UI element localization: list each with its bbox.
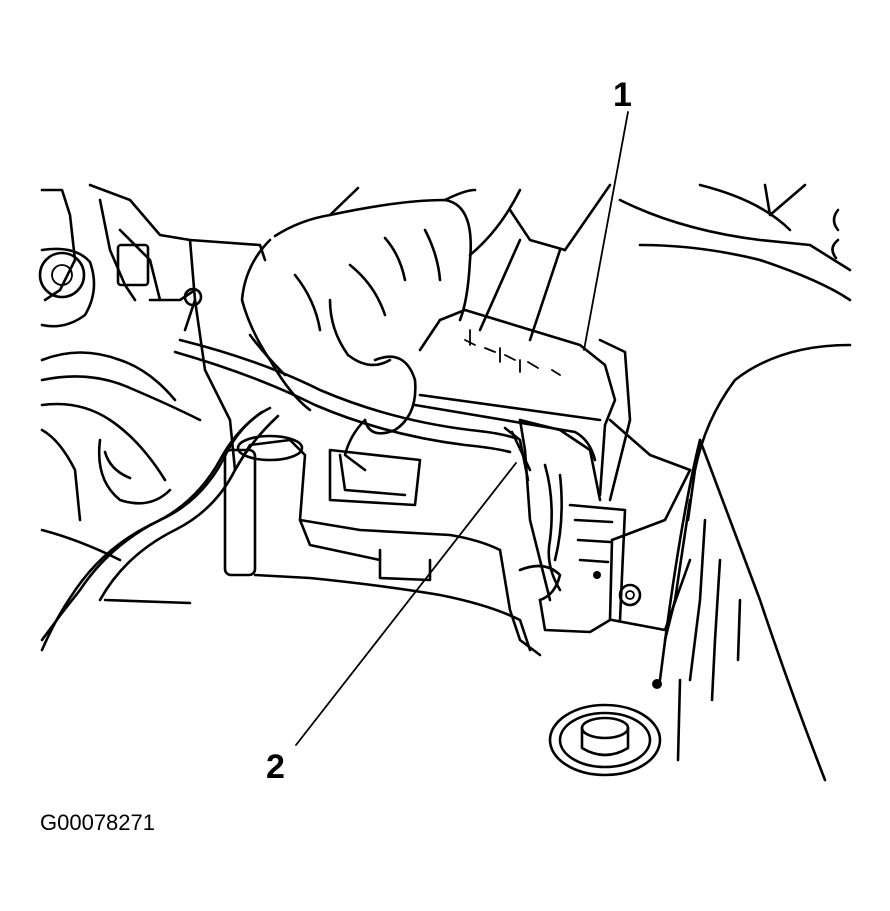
callout-2: 2 — [266, 748, 285, 786]
floor-bolt — [548, 703, 662, 777]
shifter-base-housing — [188, 238, 692, 657]
left-component-cluster — [38, 183, 203, 522]
floor-tunnel — [618, 183, 852, 782]
hand — [240, 183, 612, 472]
leader-line-1 — [583, 111, 629, 351]
callout-1: 1 — [613, 76, 632, 114]
callout-leaders — [295, 111, 629, 746]
shift-cable — [173, 338, 532, 482]
wiring-harness — [40, 406, 280, 652]
figure-id: G00078271 — [40, 810, 155, 835]
shift-indicator-console — [413, 308, 692, 602]
leader-line-2 — [295, 462, 517, 746]
